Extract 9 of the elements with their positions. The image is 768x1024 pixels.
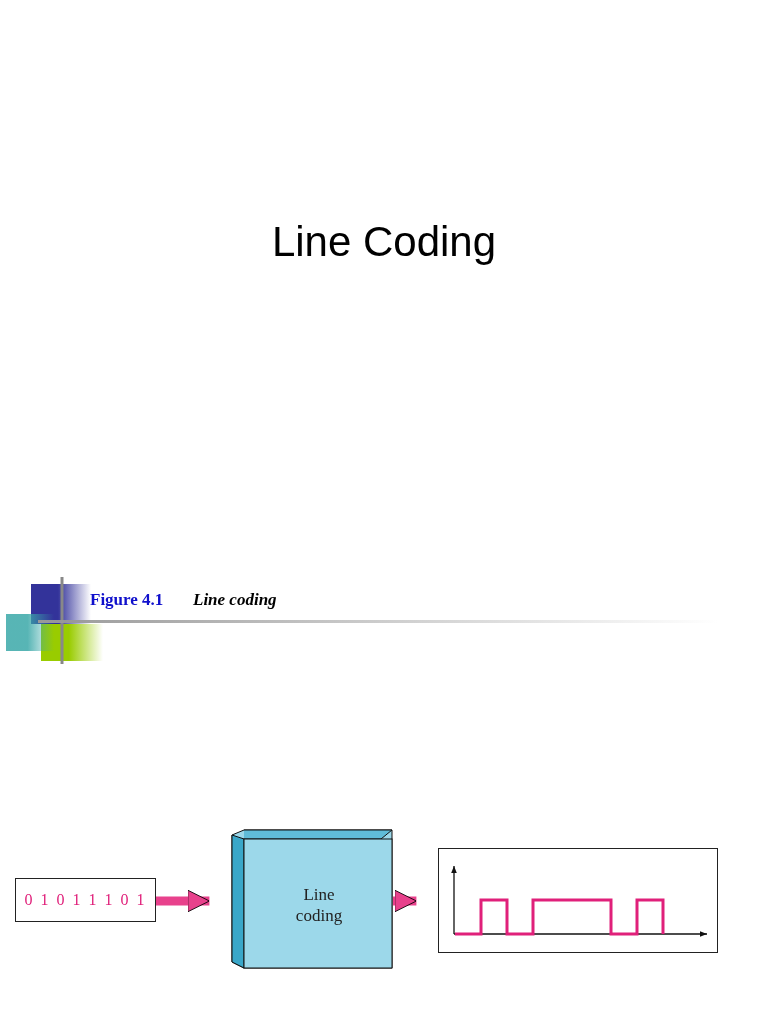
figure-number: Figure 4.1: [90, 590, 164, 610]
block-arrow: [393, 889, 417, 913]
block-label: Line coding: [294, 884, 344, 927]
slide-title: Line Coding: [270, 218, 498, 266]
block-arrow: [156, 889, 210, 913]
line-coding-block: [231, 829, 393, 969]
signal-box: [438, 848, 718, 953]
bit-sequence-box: 0 1 0 1 1 1 0 1: [15, 878, 156, 922]
figure-title: Line coding: [193, 590, 277, 610]
